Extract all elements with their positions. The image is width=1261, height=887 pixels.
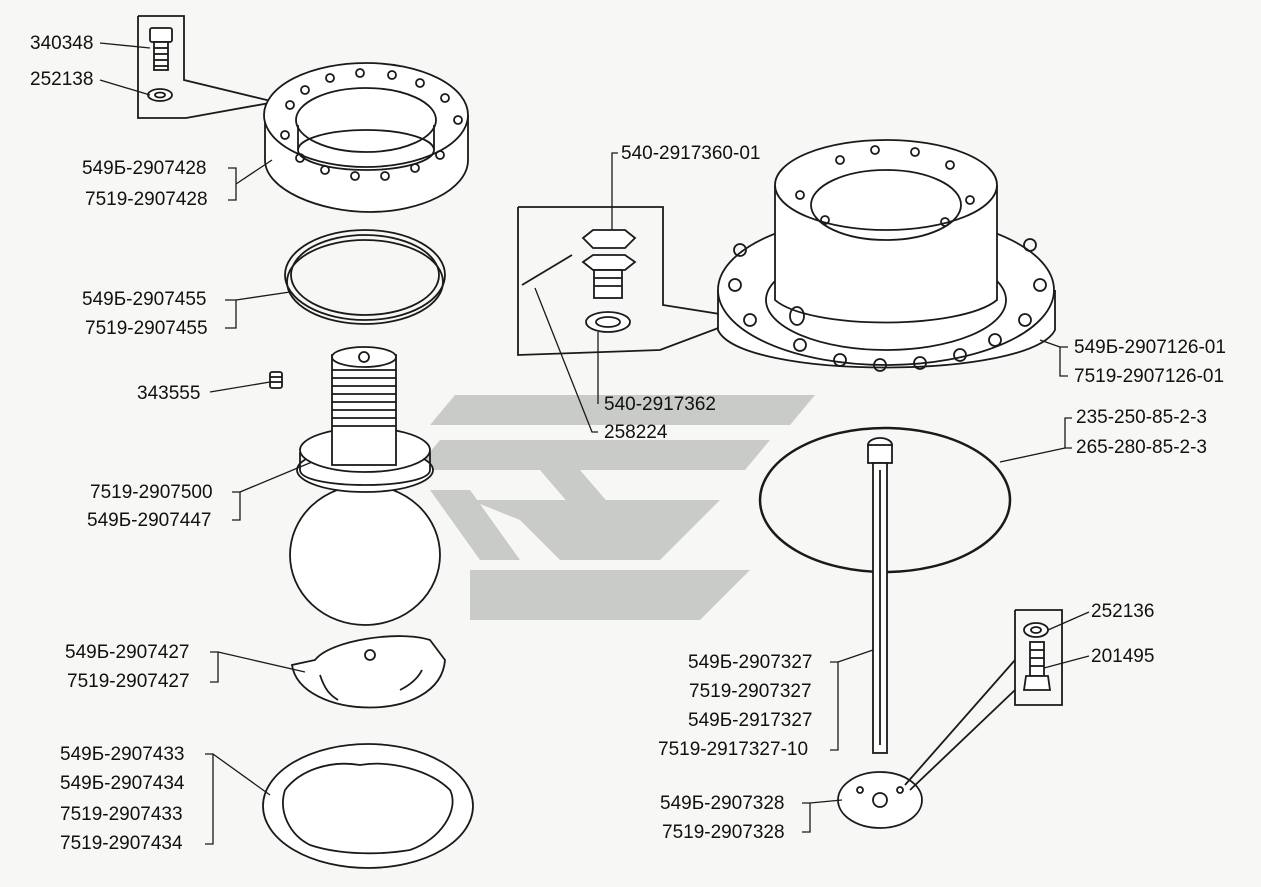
label-7519-2917327-10: 7519-2917327-10 <box>658 739 809 760</box>
watermark-logo <box>415 395 815 620</box>
washer-540-2917362 <box>585 311 631 333</box>
group-bracket-right <box>1014 609 1063 706</box>
label-7519-2907428: 7519-2907428 <box>85 189 208 210</box>
label-7519-2907500: 7519-2907500 <box>90 482 213 503</box>
leader-lines <box>99 42 1090 845</box>
label-549b-2907126-01: 549Б-2907126-01 <box>1074 337 1226 358</box>
label-201495: 201495 <box>1091 646 1155 667</box>
label-265-280-85-2-3: 265-280-85-2-3 <box>1076 437 1207 458</box>
wire-258224 <box>521 254 573 286</box>
seal-ring-2907455 <box>284 229 446 325</box>
washer-252136 <box>1023 622 1049 638</box>
set-screw-343555 <box>269 371 283 389</box>
label-549b-2907427: 549Б-2907427 <box>65 642 190 663</box>
label-549b-2907455: 549Б-2907455 <box>82 289 207 310</box>
label-252138: 252138 <box>30 69 94 90</box>
bolt-201495 <box>1022 641 1052 691</box>
leader-group-right-a <box>904 659 1016 786</box>
leader-group-right-b <box>909 689 1016 791</box>
label-7519-2907434: 7519-2907434 <box>60 833 183 854</box>
label-252136: 252136 <box>1091 601 1155 622</box>
label-258224: 258224 <box>604 422 668 443</box>
cup-2907427 <box>290 635 446 709</box>
label-549b-2907327: 549Б-2907327 <box>688 652 813 673</box>
bolt-340348 <box>149 27 173 71</box>
label-7519-2907455: 7519-2907455 <box>85 318 208 339</box>
label-549b-2907428: 549Б-2907428 <box>82 158 207 179</box>
long-bolt-2907327 <box>867 437 893 754</box>
wave-disc-2907433 <box>262 743 474 869</box>
washer-252138 <box>147 88 173 102</box>
ball-pin-2907500 <box>289 346 441 626</box>
label-549b-2907434: 549Б-2907434 <box>60 773 185 794</box>
valve-540-2917360-01 <box>581 229 637 299</box>
label-235-250-85-2-3: 235-250-85-2-3 <box>1076 407 1207 428</box>
label-7519-2907328: 7519-2907328 <box>662 822 785 843</box>
label-7519-2907433: 7519-2907433 <box>60 804 183 825</box>
label-549b-2907447: 549Б-2907447 <box>87 510 212 531</box>
label-7519-2907126-01: 7519-2907126-01 <box>1074 366 1225 387</box>
label-7519-2907427: 7519-2907427 <box>67 671 190 692</box>
label-549b-2917327: 549Б-2917327 <box>688 710 813 731</box>
label-7519-2907327: 7519-2907327 <box>689 681 812 702</box>
flange-ring-2907428 <box>263 62 469 213</box>
plate-2907328 <box>837 771 923 829</box>
label-340348: 340348 <box>30 33 94 54</box>
label-343555: 343555 <box>137 383 201 404</box>
label-540-2917362: 540-2917362 <box>604 394 716 415</box>
hub-2907126-01 <box>717 139 1056 372</box>
label-549b-2907328: 549Б-2907328 <box>660 793 785 814</box>
label-549b-2907433: 549Б-2907433 <box>60 744 185 765</box>
label-540-2917360-01: 540-2917360-01 <box>621 143 761 164</box>
